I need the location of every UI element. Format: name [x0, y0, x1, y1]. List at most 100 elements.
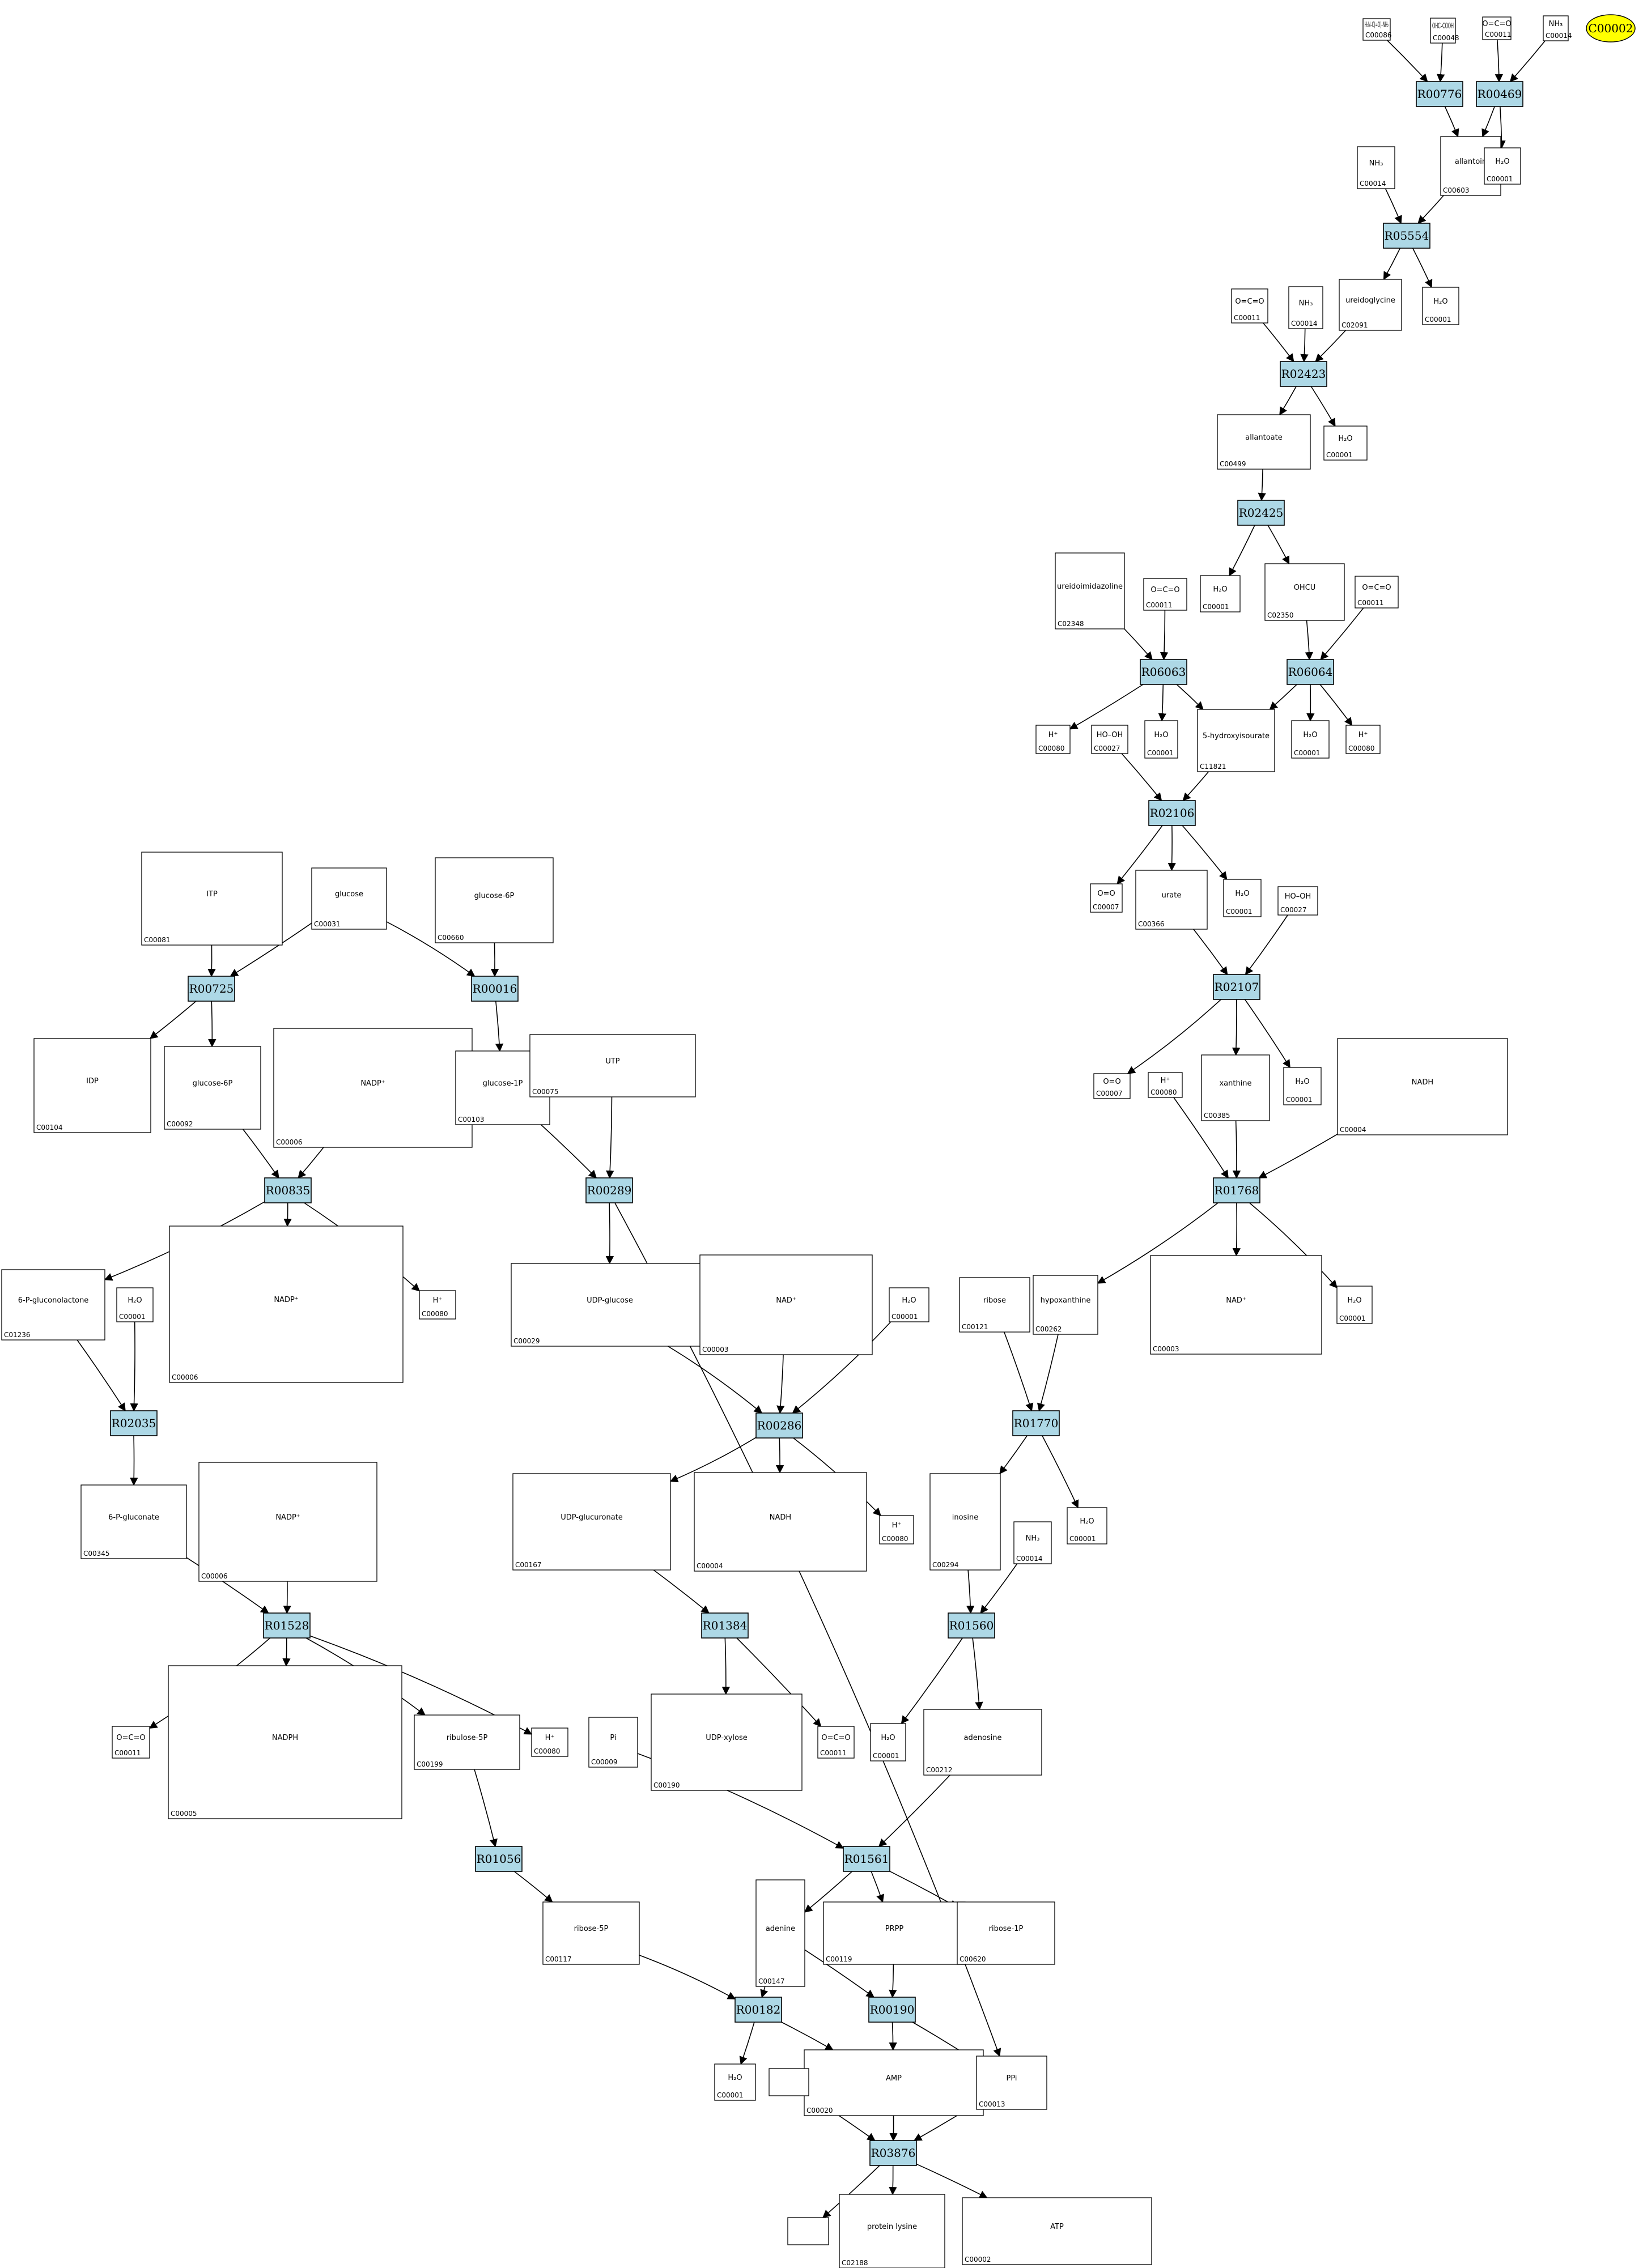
reaction-node[interactable]: R00286: [755, 1412, 803, 1439]
reaction-node[interactable]: R01770: [1012, 1410, 1060, 1436]
reaction-node[interactable]: R05554: [1383, 223, 1430, 249]
reaction-node[interactable]: R02106: [1148, 800, 1196, 826]
reaction-node[interactable]: R00182: [735, 1997, 782, 2023]
reaction-node[interactable]: R02425: [1237, 500, 1285, 526]
reaction-node[interactable]: R01528: [263, 1612, 311, 1639]
compound-node[interactable]: NAD⁺C00003: [1150, 1255, 1322, 1355]
target-compound-ellipse[interactable]: C00002: [1586, 14, 1636, 42]
reaction-node[interactable]: R06063: [1140, 659, 1187, 685]
reaction-node[interactable]: R00469: [1476, 81, 1523, 107]
reaction-node[interactable]: R00016: [471, 976, 519, 1002]
compound-node[interactable]: NAD⁺C00003: [699, 1254, 873, 1355]
reaction-node[interactable]: R03876: [869, 2140, 917, 2166]
compound-node[interactable]: NADP⁺C00006: [169, 1226, 404, 1383]
reaction-node[interactable]: R01056: [475, 1846, 523, 1872]
reaction-node[interactable]: R02423: [1280, 361, 1327, 387]
compound-node[interactable]: H⁺C00080: [1345, 725, 1381, 754]
compound-node[interactable]: H⁺C00080: [1148, 1072, 1183, 1098]
compound-node[interactable]: NADP⁺C00006: [273, 1028, 473, 1148]
reaction-node[interactable]: R01561: [843, 1846, 890, 1872]
reaction-node[interactable]: R00190: [868, 1997, 916, 2023]
reaction-node[interactable]: R01768: [1213, 1177, 1260, 1203]
reaction-node[interactable]: R00289: [585, 1177, 633, 1203]
reaction-node[interactable]: R02035: [110, 1410, 158, 1436]
reaction-node[interactable]: R06064: [1287, 659, 1334, 685]
reaction-node[interactable]: R00835: [264, 1177, 312, 1203]
compound-node[interactable]: H⁺C00080: [531, 1727, 568, 1757]
compound-node[interactable]: H⁺C00080: [1035, 725, 1071, 754]
reaction-node[interactable]: R02107: [1213, 974, 1260, 1000]
reaction-node[interactable]: R01560: [948, 1612, 995, 1639]
compound-node[interactable]: NADP⁺C00006: [198, 1462, 377, 1582]
compound-node[interactable]: [787, 2217, 829, 2245]
compound-node[interactable]: H⁺C00080: [879, 1515, 914, 1544]
compound-node[interactable]: H⁺C00080: [419, 1290, 456, 1320]
reaction-node[interactable]: R00725: [188, 976, 235, 1002]
